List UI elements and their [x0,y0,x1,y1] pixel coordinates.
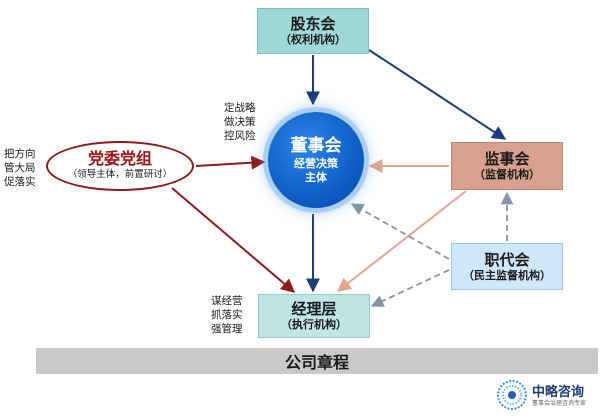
arrow-workers-to-board [350,203,450,260]
supervisory-title: 监事会 [484,150,530,168]
logo-tagline: 董事会治理咨询专家 [532,400,587,407]
workers-title: 职代会 [484,250,530,269]
board-title: 董事会 [290,136,342,156]
party-role-label: 把方向 管大局 促落实 [4,148,36,188]
company-charter-bar: 公司章程 [36,348,598,374]
management-role-label: 谋经营 抓落实 强管理 [211,295,243,335]
workers-subtitle: （民主监督机构） [463,268,551,282]
management-subtitle: （执行机构） [281,318,347,331]
arrow-supervisory-to-management [336,190,467,292]
shareholders-meeting-box: 股东会 （权利机构） [257,8,369,54]
management-title: 经理层 [291,300,337,318]
party-committee-ellipse: 党委党组 （领导主体，前置研讨） [46,141,194,191]
arrow-workers-to-management [370,269,450,307]
company-logo: 中略咨询 董事会治理咨询专家 [496,376,596,414]
board-of-directors-circle: 董事会 经营决策 主体 [268,112,364,208]
supervisory-subtitle: （监督机构） [474,168,540,181]
party-title: 党委党组 [87,149,152,168]
arrow-party-to-management [171,187,296,293]
shareholders-title: 股东会 [290,15,336,33]
board-line3: 主体 [305,171,327,184]
arrow-shareholders-to-supervisory [368,49,507,140]
workers-congress-box: 职代会 （民主监督机构） [451,243,563,290]
logo-mark-icon [497,380,527,410]
board-line2: 经营决策 [294,157,338,170]
shareholders-subtitle: （权利机构） [280,33,346,46]
board-role-label: 定战略 做决策 控风险 [224,102,256,142]
supervisory-board-box: 监事会 （监督机构） [451,142,563,190]
arrow-party-to-board [195,155,266,170]
logo-name: 中略咨询 [532,385,585,400]
management-box: 经理层 （执行机构） [258,294,370,338]
party-subtitle: （领导主体，前置研讨） [67,169,173,180]
